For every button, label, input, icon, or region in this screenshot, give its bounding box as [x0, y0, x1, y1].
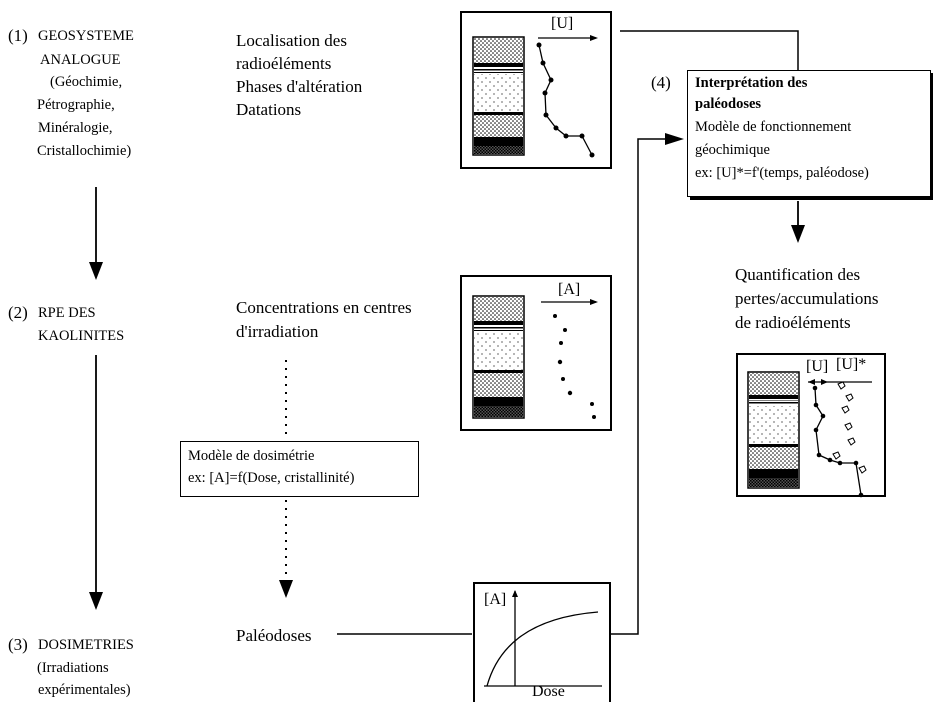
step4-title-line-1: Interprétation des — [695, 75, 808, 91]
dosimetry-model-box: Modèle de dosimétrie ex: [A]=f(Dose, cri… — [180, 441, 419, 497]
step3-title: DOSIMETRIES — [38, 637, 134, 653]
quantification-line-2: pertes/accumulations — [735, 289, 879, 308]
paleodoses-label: Paléodoses — [236, 626, 312, 645]
step1-title-line-1: GEOSYSTEME — [38, 28, 134, 44]
curve-plot-xlabel: Dose — [532, 683, 565, 700]
top-profile-label: [U] — [551, 15, 574, 32]
step4-body-line-2: géochimique — [695, 142, 770, 158]
step1-sub-line-1: (Géochimie, — [50, 74, 123, 90]
right-profile-label-1: [U] — [806, 358, 829, 375]
connector-plot-to-step4 — [610, 133, 684, 635]
arrow-step4-to-quantification — [791, 201, 805, 243]
middle-text-line-1: Concentrations en centres — [236, 298, 412, 317]
middle-profile-box — [460, 275, 612, 431]
curve-plot-ylabel: [A] — [484, 591, 507, 608]
step4-body-line-1: Modèle de fonctionnement — [695, 119, 852, 135]
top-text-line-2: radioéléments — [236, 54, 332, 73]
step1-title-line-2: ANALOGUE — [40, 52, 121, 68]
top-profile-box — [460, 11, 612, 169]
quantification-line-3: de radioéléments — [735, 313, 851, 332]
step3-sub-line-2: expérimentales) — [38, 682, 131, 698]
step1-sub-line-4: Cristallochimie) — [37, 143, 132, 159]
right-profile-label-2: [U]* — [836, 356, 867, 373]
step4-title-line-2: paléodoses — [695, 96, 762, 112]
dosimetry-model-line-1: Modèle de dosimétrie — [188, 448, 315, 464]
step1-sub-line-2: Pétrographie, — [37, 97, 115, 113]
step2-title-line-1: RPE DES — [38, 305, 96, 321]
curve-plot-box — [473, 582, 611, 702]
step1-number: (1) — [8, 26, 28, 45]
top-text-line-1: Localisation des — [236, 31, 347, 50]
top-text-line-4: Datations — [236, 100, 302, 119]
step2-title-line-2: KAOLINITES — [38, 328, 125, 344]
dotted-arrow-to-paleodoses — [279, 500, 293, 598]
dosimetry-model-line-2: ex: [A]=f(Dose, cristallinité) — [188, 470, 355, 486]
step4-box: Interprétation des paléodoses Modèle de … — [687, 70, 931, 197]
step4-body-line-3: ex: [U]*=f'(temps, paléodose) — [695, 165, 869, 181]
connector-top-to-step4 — [620, 30, 799, 70]
quantification-line-1: Quantification des — [735, 265, 861, 284]
step2-number: (2) — [8, 303, 28, 322]
step3-sub-line-1: (Irradiations — [37, 660, 109, 676]
arrow-2-to-3 — [89, 355, 103, 610]
right-profile-box — [736, 353, 886, 498]
step4-number: (4) — [651, 73, 671, 92]
top-text-line-3: Phases d'altération — [236, 77, 363, 96]
step1-sub-line-3: Minéralogie, — [38, 120, 113, 136]
step3-number: (3) — [8, 635, 28, 654]
middle-text-line-2: d'irradiation — [236, 322, 319, 341]
middle-profile-label: [A] — [558, 281, 581, 298]
arrow-1-to-2 — [89, 187, 103, 280]
